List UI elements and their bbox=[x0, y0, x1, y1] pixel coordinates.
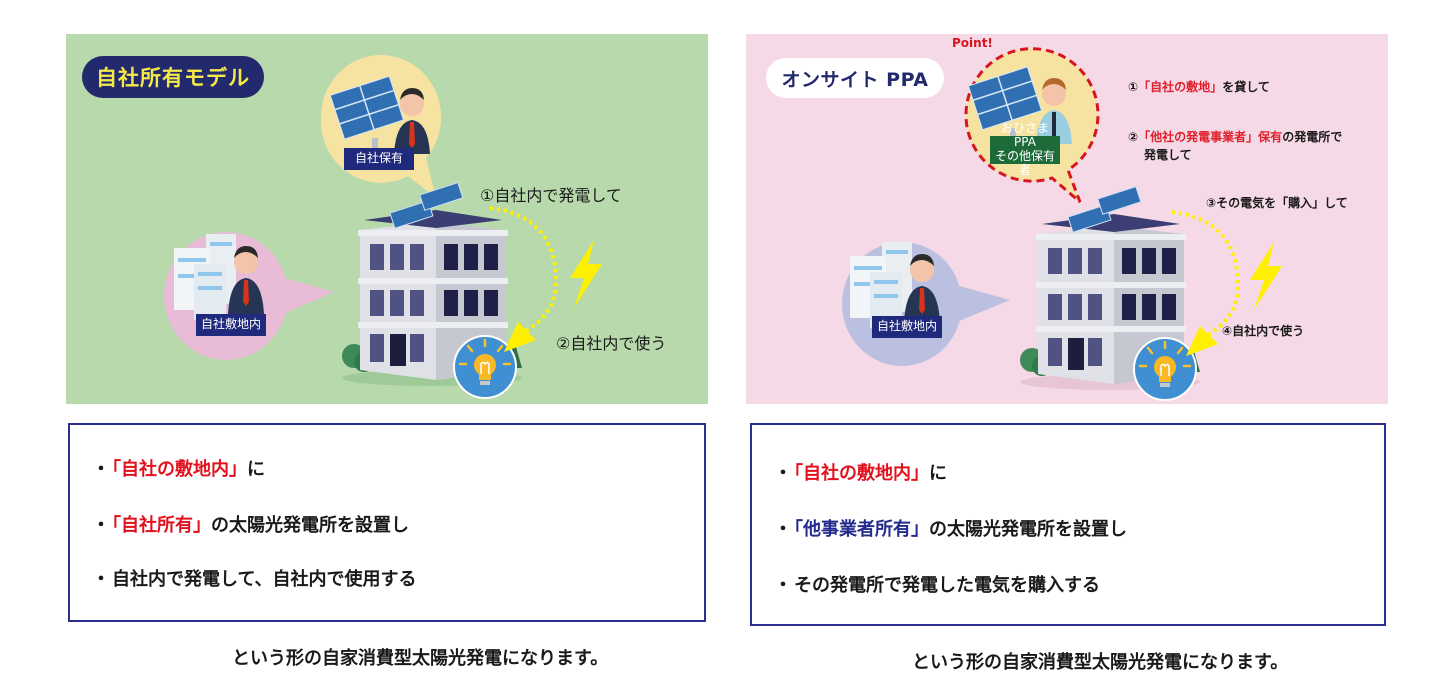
step-generate: ①自社内で発電して bbox=[480, 186, 622, 205]
bullet-highlight: 「自社の敷地内」 bbox=[794, 463, 929, 484]
solar-panel-owner-icon bbox=[329, 75, 430, 154]
step-use: ②自社内で使う bbox=[556, 334, 667, 353]
bullet-text: の太陽光発電所を設置し bbox=[929, 519, 1127, 540]
step-text-line2: 発電して bbox=[1144, 148, 1192, 162]
step-highlight: 「他社の発電事業者」保有 bbox=[1138, 130, 1283, 144]
summary-bullet: ・「他事業者所有」の太陽光発電所を設置し bbox=[774, 515, 1127, 541]
office-buildings-icon bbox=[174, 234, 264, 320]
summary-bullet: ・「自社の敷地内」に bbox=[92, 455, 265, 481]
bullet-text: に bbox=[247, 459, 265, 480]
onsite-ppa-conclusion: という形の自家消費型太陽光発電になります。 bbox=[912, 652, 1289, 673]
summary-bullet: ・「自社所有」の太陽光発電所を設置し bbox=[92, 511, 409, 537]
energy-flow-arrow bbox=[489, 206, 559, 352]
bullet-text: に bbox=[929, 463, 947, 484]
self-owned-model-panel: 自社所有モデル 自社保有 自社敷地内 bbox=[66, 34, 708, 404]
lightbulb-icon bbox=[1133, 337, 1197, 401]
bullet-dot: ・ bbox=[774, 463, 792, 484]
step-highlight: 「自社の敷地」 bbox=[1138, 80, 1223, 94]
step-number: ① bbox=[1128, 80, 1139, 94]
bullet-text: 自社内で発電して、自社内で使用する bbox=[112, 569, 417, 590]
point-label: Point! bbox=[952, 36, 993, 50]
step-text: を貸して bbox=[1222, 80, 1270, 94]
ppa-owner-label-line1: おひさま PPA bbox=[1000, 121, 1049, 150]
summary-bullet: ・「自社の敷地内」に bbox=[774, 459, 947, 485]
ppa-owner-label-line2: その他保有者 bbox=[994, 149, 1055, 177]
lightning-icon bbox=[1250, 242, 1282, 310]
office-building-illustration bbox=[342, 181, 522, 386]
step-third-party-generate: ②「他社の発電事業者」保有の発電所で 発電して bbox=[1128, 128, 1342, 164]
onsite-ppa-panel: オンサイト PPA Point! おひさま PPA その他保有者 bbox=[746, 34, 1388, 404]
bullet-highlight: 「自社所有」 bbox=[112, 515, 211, 536]
bullet-dot: ・ bbox=[774, 519, 792, 540]
self-owned-summary-box: ・「自社の敷地内」に ・「自社所有」の太陽光発電所を設置し ・自社内で発電して、… bbox=[68, 423, 706, 622]
step-purchase: ③その電気を「購入」して bbox=[1206, 196, 1348, 210]
bullet-dot: ・ bbox=[774, 575, 792, 596]
step-number: ② bbox=[1128, 130, 1139, 144]
bullet-highlight: 「自社の敷地内」 bbox=[112, 459, 247, 480]
summary-bullet: ・その発電所で発電した電気を購入する bbox=[774, 571, 1100, 597]
lightbulb-icon bbox=[453, 335, 517, 399]
bullet-highlight: 「他事業者所有」 bbox=[794, 519, 929, 540]
solar-panel-ppa-icon bbox=[967, 66, 1072, 144]
summary-bullet: ・自社内で発電して、自社内で使用する bbox=[92, 565, 417, 591]
step-lend-site: ①「自社の敷地」を貸して bbox=[1128, 78, 1270, 95]
bullet-text: の太陽光発電所を設置し bbox=[211, 515, 409, 536]
energy-flow-arrow bbox=[1171, 210, 1241, 356]
site-label: 自社敷地内 bbox=[872, 316, 942, 338]
onsite-ppa-summary-box: ・「自社の敷地内」に ・「他事業者所有」の太陽光発電所を設置し ・その発電所で発… bbox=[750, 423, 1386, 626]
bullet-dot: ・ bbox=[92, 515, 110, 536]
step-text: の発電所で bbox=[1282, 130, 1343, 144]
site-label: 自社敷地内 bbox=[196, 314, 266, 336]
bullet-text: その発電所で発電した電気を購入する bbox=[794, 575, 1100, 596]
self-owned-model-title: 自社所有モデル bbox=[82, 56, 264, 98]
lightning-icon bbox=[570, 240, 602, 308]
owner-label: 自社保有 bbox=[344, 148, 414, 170]
ppa-owner-label: おひさま PPA その他保有者 bbox=[990, 122, 1060, 177]
bullet-dot: ・ bbox=[92, 459, 110, 480]
onsite-ppa-title: オンサイト PPA bbox=[766, 58, 944, 98]
step-use: ④自社内で使う bbox=[1222, 324, 1305, 338]
bullet-dot: ・ bbox=[92, 569, 110, 590]
self-owned-conclusion: という形の自家消費型太陽光発電になります。 bbox=[232, 648, 609, 669]
